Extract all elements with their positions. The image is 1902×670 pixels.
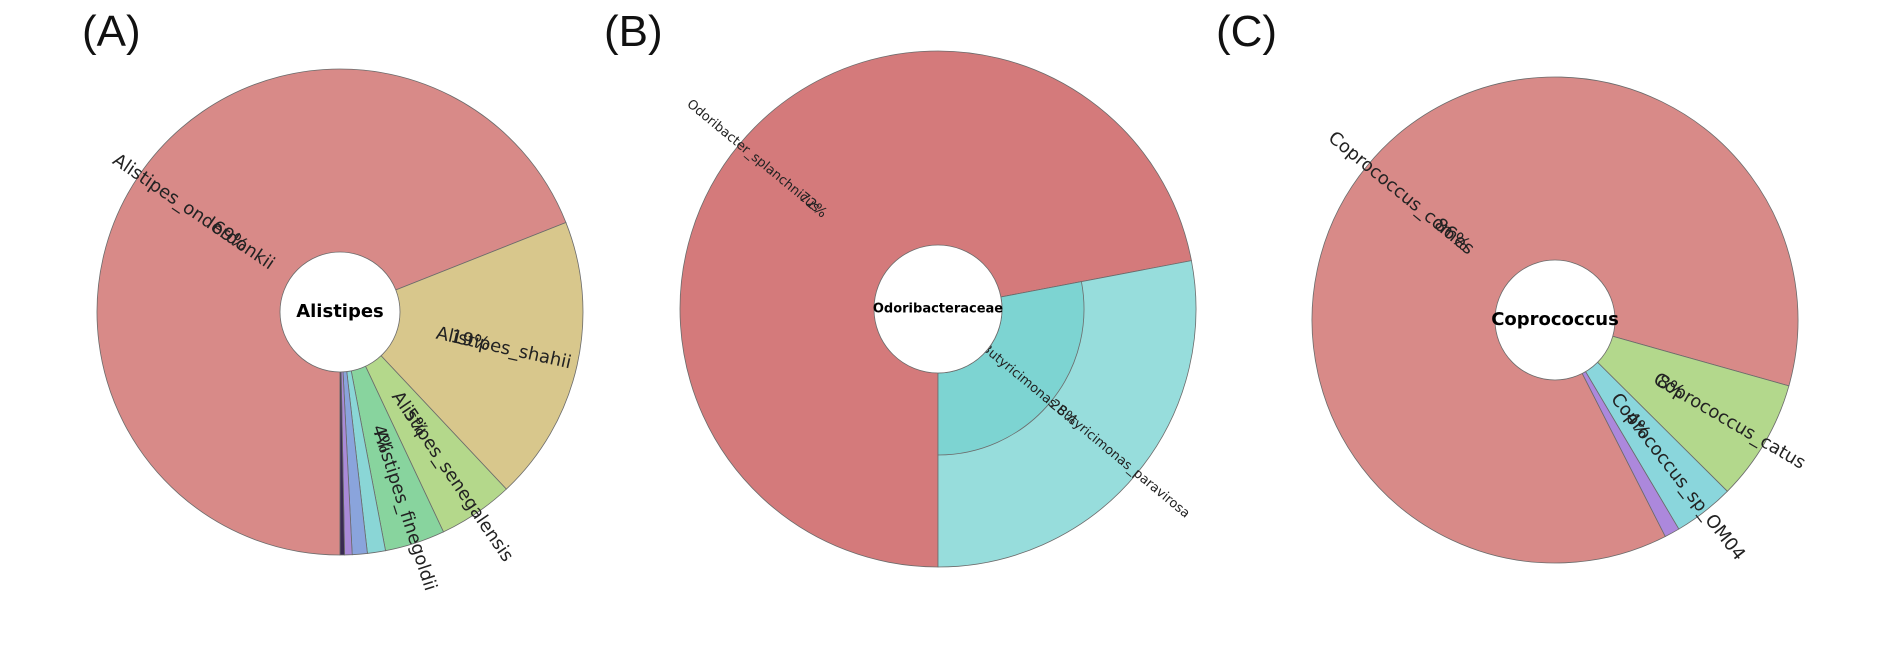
panel-label-b: (B) <box>604 7 663 56</box>
pie-panel-c: (C) 86%Coprococcus_comes8%Coprococcus_ca… <box>1216 7 1809 565</box>
center-label: Alistipes <box>296 301 384 322</box>
center-hole <box>1494 259 1616 381</box>
panel-label-c: (C) <box>1216 7 1277 56</box>
center-label: Coprococcus <box>1491 309 1619 330</box>
pie-slice <box>339 311 345 556</box>
pie-panel-a: (A) 69%Alistipes_onderdonkii19%Alistipes… <box>82 7 584 593</box>
center-label: Odoribacteraceae <box>873 302 1003 317</box>
pie-slice <box>1554 319 1680 538</box>
panel-label-a: (A) <box>82 7 141 56</box>
center-hole <box>873 244 1003 374</box>
pie-slice <box>1553 319 1790 492</box>
center-hole <box>279 251 401 373</box>
pie-panel-b: (B) 72%Odoribacter_splanchnicusButyricim… <box>604 7 1197 568</box>
pie-slice <box>339 222 584 490</box>
